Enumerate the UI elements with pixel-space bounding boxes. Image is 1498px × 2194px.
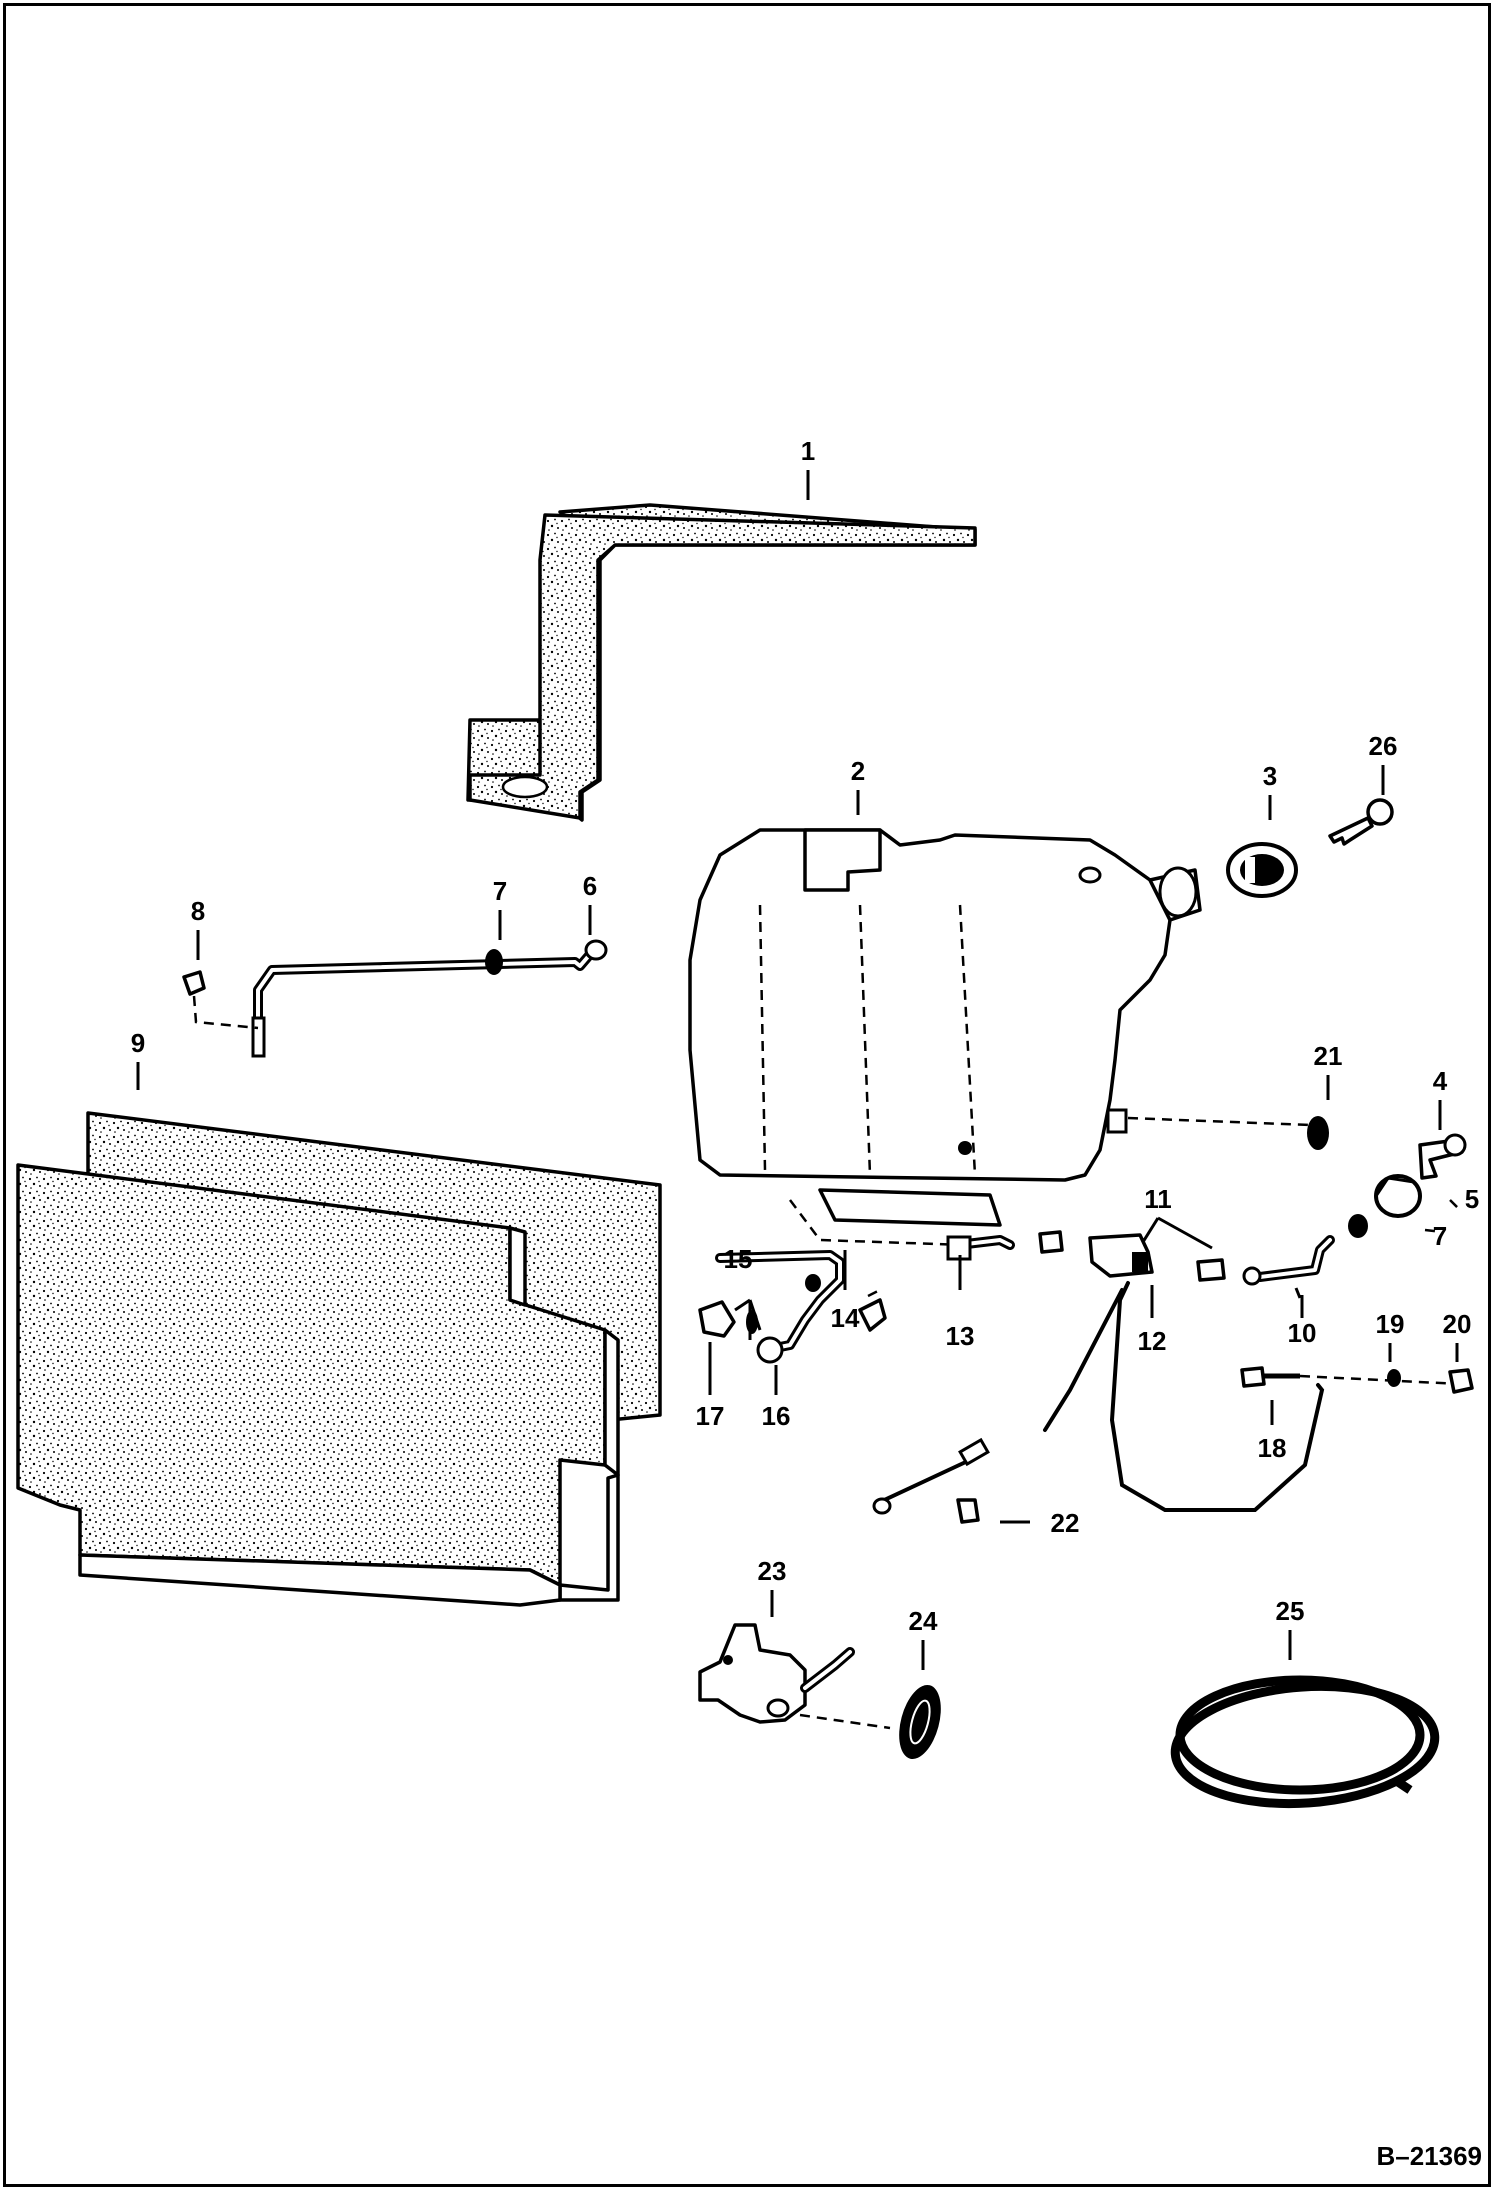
- part-23-24-fuel-pump: [698, 1590, 941, 1760]
- part-25-fuel-hose: [1170, 1630, 1440, 1809]
- callout-11: 11: [1144, 1184, 1172, 1214]
- callout-17: 17: [696, 1401, 725, 1431]
- callout-12: 12: [1138, 1326, 1167, 1356]
- callout-18: 18: [1258, 1433, 1287, 1463]
- callout-15: 15: [724, 1244, 753, 1274]
- part-26-key: [1328, 765, 1394, 846]
- callout-19: 19: [1376, 1309, 1405, 1339]
- part-4-5-21-drain-fittings: [1127, 1075, 1467, 1238]
- callout-24: 24: [909, 1606, 938, 1636]
- callout-7-upper: 7: [493, 876, 507, 906]
- callout-14: 14: [831, 1303, 860, 1333]
- page-frame: [3, 3, 1491, 2187]
- callout-labels: 1 2 3 4 5 6 7 7 8 9 10 11 12 13 14 15 16…: [131, 436, 1479, 1636]
- callout-9: 9: [131, 1028, 145, 1058]
- callout-26: 26: [1369, 731, 1398, 761]
- part-10-17-fuel-line-assembly: [698, 1216, 1335, 1395]
- callout-5: 5: [1465, 1184, 1479, 1214]
- callout-7-lower: 7: [1433, 1221, 1447, 1251]
- part-9-insulation-panels: [16, 1062, 662, 1607]
- callout-6: 6: [583, 871, 597, 901]
- part-2-fuel-tank: [688, 790, 1202, 1247]
- part-1-tank-bracket: [466, 470, 977, 822]
- callout-21: 21: [1314, 1041, 1343, 1071]
- callout-1: 1: [801, 436, 815, 466]
- callout-4: 4: [1433, 1066, 1448, 1096]
- callout-2: 2: [851, 756, 865, 786]
- part-6-7-8-vent-line: [182, 905, 608, 1058]
- callout-25: 25: [1276, 1596, 1305, 1626]
- callout-13: 13: [946, 1321, 975, 1351]
- part-18-20-22-ground-hardware: [872, 1281, 1474, 1524]
- callout-8: 8: [191, 896, 205, 926]
- document-id: B–21369: [1376, 2141, 1482, 2171]
- callout-23: 23: [758, 1556, 787, 1586]
- callout-22: 22: [1051, 1508, 1080, 1538]
- callout-10: 10: [1288, 1318, 1317, 1348]
- callout-20: 20: [1443, 1309, 1472, 1339]
- callout-16: 16: [762, 1401, 791, 1431]
- callout-3: 3: [1263, 761, 1277, 791]
- part-3-fuel-cap: [1226, 795, 1298, 898]
